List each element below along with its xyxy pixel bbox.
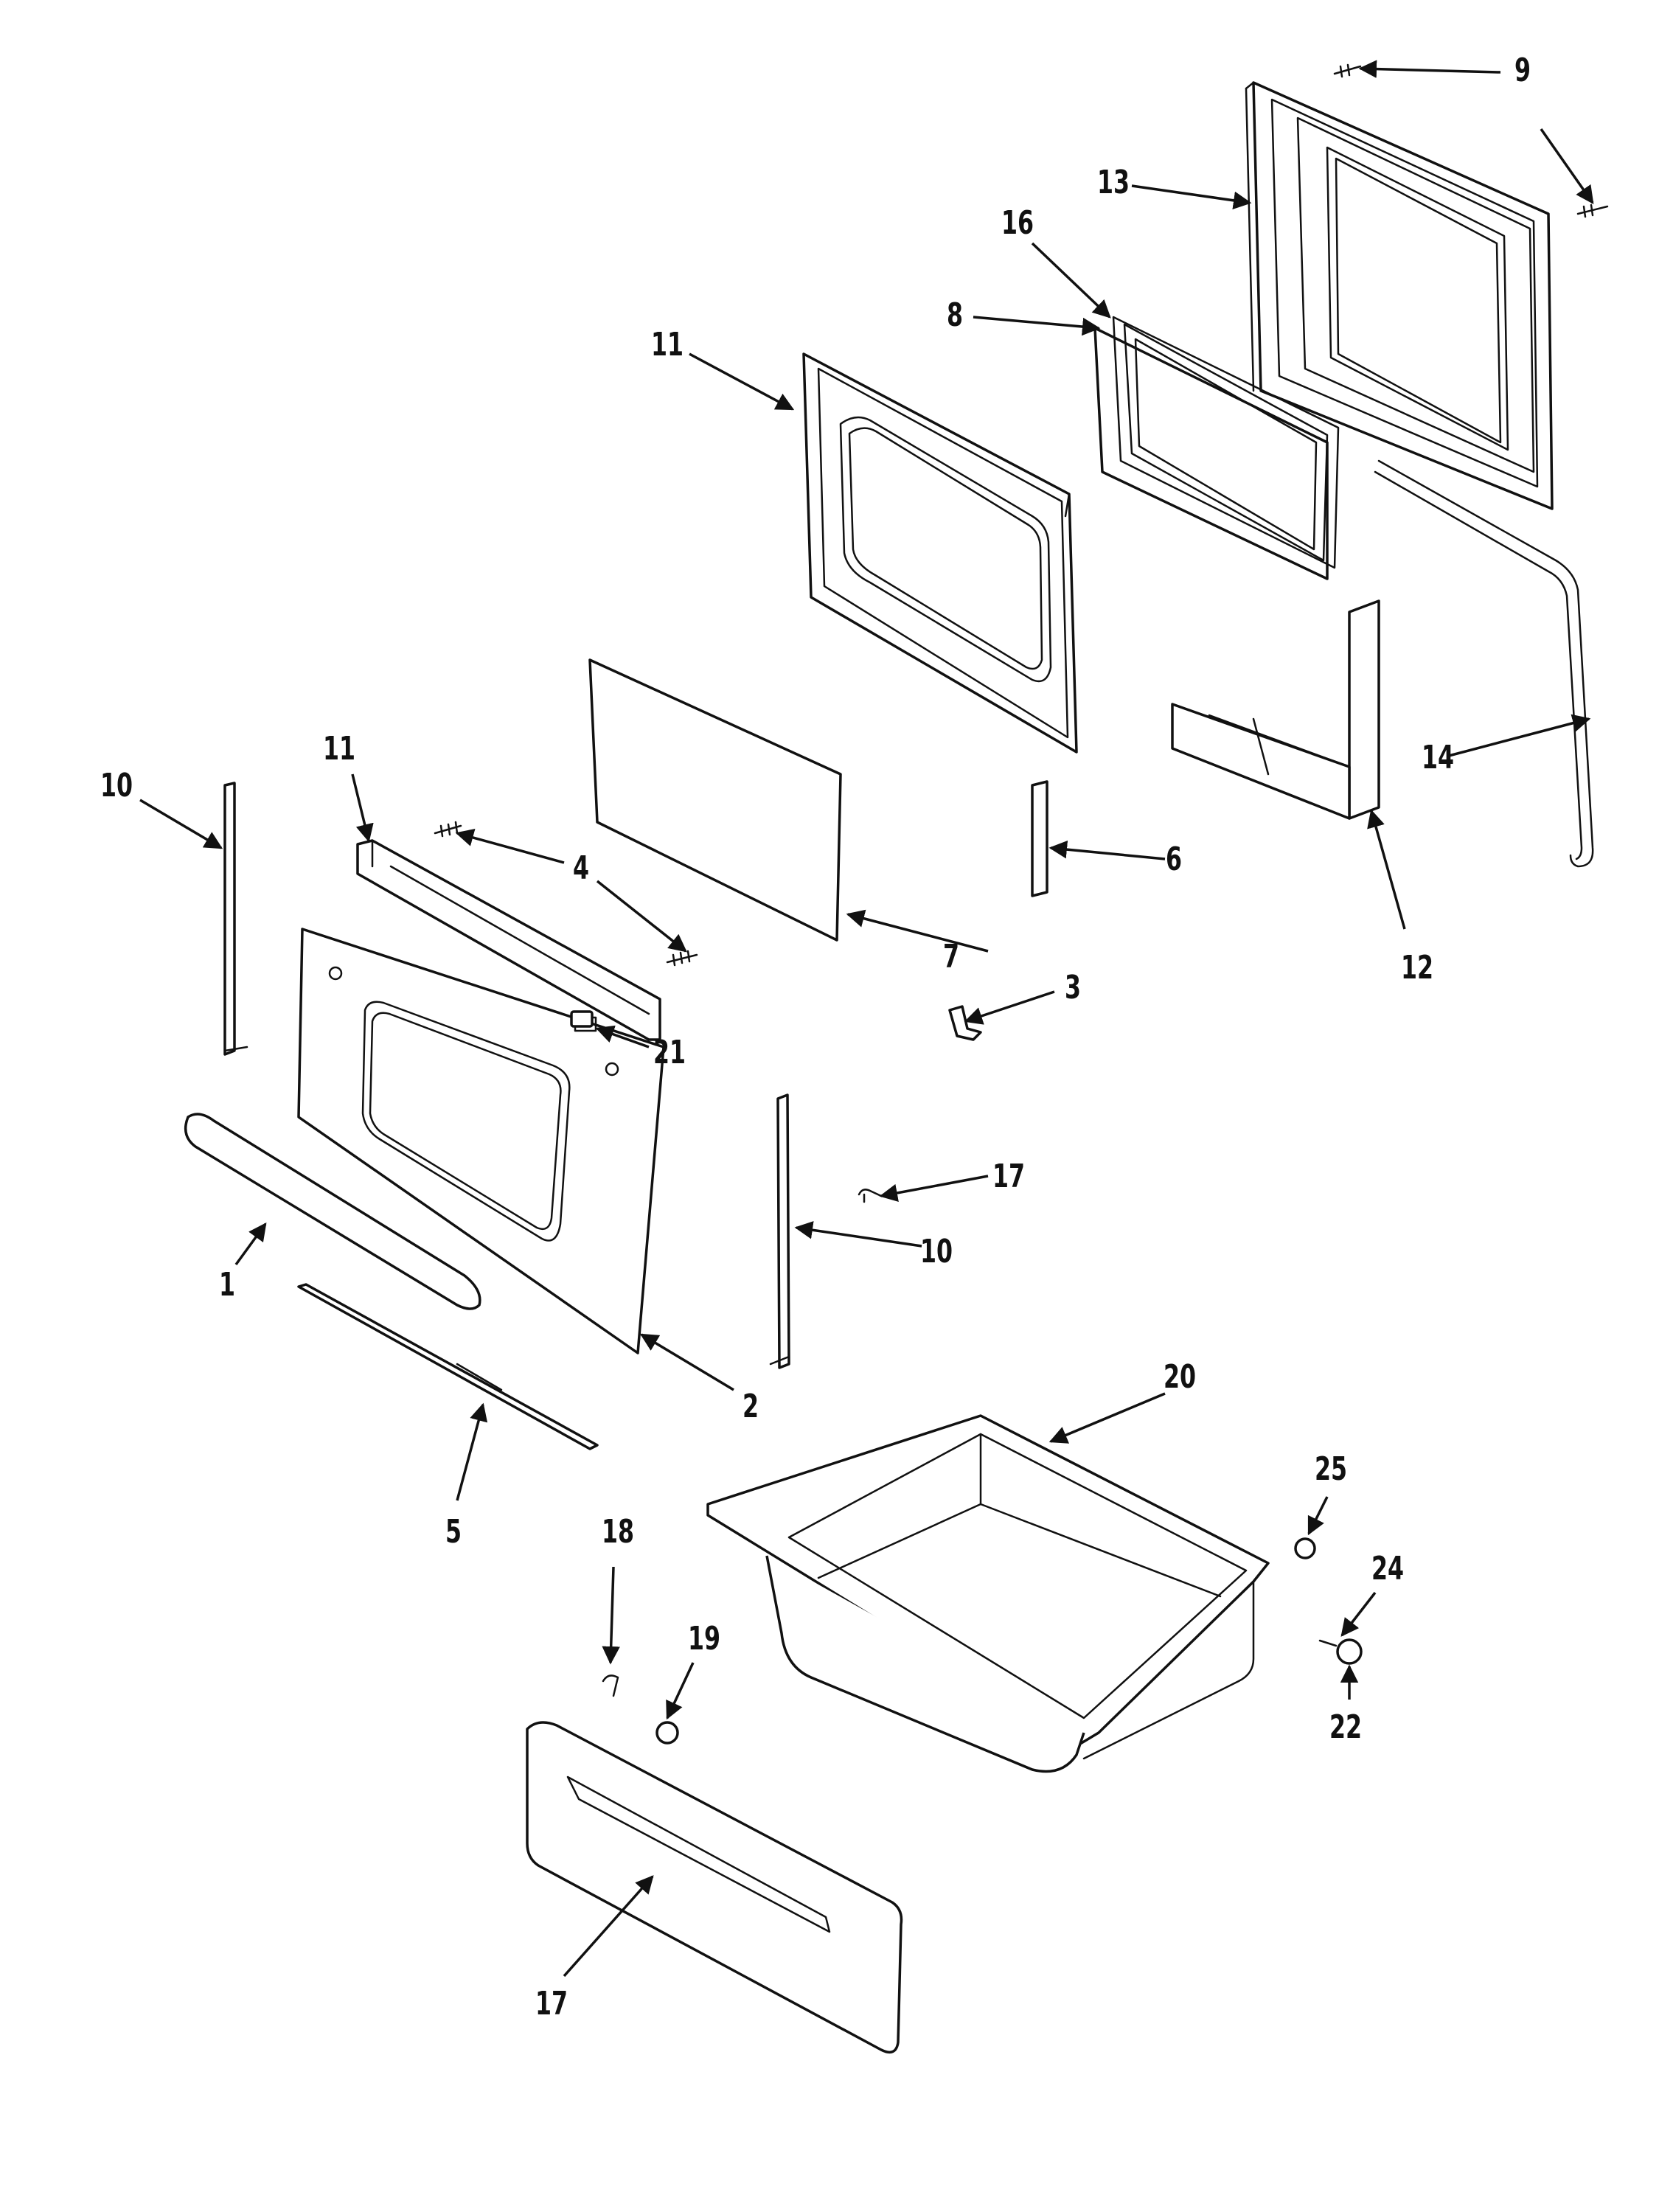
callout-10-left: 10 [100, 767, 133, 805]
callout-10-right: 10 [920, 1233, 953, 1271]
callout-7: 7 [943, 938, 959, 976]
callout-18: 17 [535, 1985, 568, 2023]
part-1-handle [184, 1113, 481, 1310]
part-15-door-gasket [1374, 459, 1594, 868]
part-25-nut [1294, 1537, 1316, 1559]
callout-23: 22 [1329, 1708, 1362, 1747]
callout-3: 3 [1065, 969, 1081, 1007]
part-22-badge [570, 1010, 594, 1028]
part-4-screw-lower [666, 950, 698, 967]
part-4-screw-upper [434, 821, 462, 838]
callout-6: 6 [1166, 841, 1182, 879]
part-12-inner-door-frame [802, 352, 1078, 754]
callout-1: 1 [219, 1266, 235, 1304]
callout-20: 19 [688, 1620, 720, 1658]
part-6-bracket [1031, 780, 1048, 897]
part-17-screw [858, 1189, 883, 1203]
part-20-nut [655, 1721, 679, 1745]
part-9-screw-upper [1333, 63, 1362, 78]
part-9-screw-lower [1576, 204, 1609, 218]
leader-lines [139, 60, 1594, 1978]
part-24-bolt [1318, 1638, 1363, 1665]
part-7-glass-panel [588, 658, 842, 942]
part-2-outer-door [297, 928, 665, 1354]
callout-2: 2 [742, 1388, 759, 1426]
part-14-outer-door-panel [1245, 81, 1554, 510]
part-3-clip [948, 1005, 982, 1041]
callout-4: 4 [573, 849, 589, 888]
callout-8: 8 [947, 296, 963, 335]
part-5-lower-trim [297, 1283, 599, 1450]
part-11-door-channel [356, 839, 661, 1041]
part-10-side-trim-right [769, 1093, 790, 1369]
callout-25: 25 [1315, 1450, 1347, 1489]
callout-9: 9 [1514, 52, 1531, 90]
callout-15: 14 [1422, 739, 1454, 777]
callout-11: 11 [323, 730, 355, 768]
part-21-drawer [706, 1414, 1270, 1773]
callout-13: 12 [1401, 949, 1433, 987]
part-13-insulation [1171, 599, 1380, 820]
callout-12: 11 [651, 326, 684, 364]
part-8-window-pack [1093, 316, 1340, 580]
callout-16: 16 [1001, 204, 1034, 243]
part-10-side-trim-left [223, 782, 248, 1056]
callout-labels: 9 13 16 8 11 14 12 6 7 3 11 4 10 21 17 1… [100, 52, 1531, 2023]
callout-24: 24 [1371, 1550, 1404, 1588]
callout-5: 5 [445, 1513, 462, 1551]
callout-17: 17 [992, 1158, 1025, 1196]
callout-14: 13 [1097, 164, 1130, 202]
callout-22: 21 [653, 1034, 686, 1072]
callout-19: 18 [602, 1513, 634, 1551]
part-18-drawer-front [526, 1721, 903, 2054]
part-19-screw [602, 1674, 619, 1697]
callout-21: 20 [1164, 1358, 1196, 1397]
